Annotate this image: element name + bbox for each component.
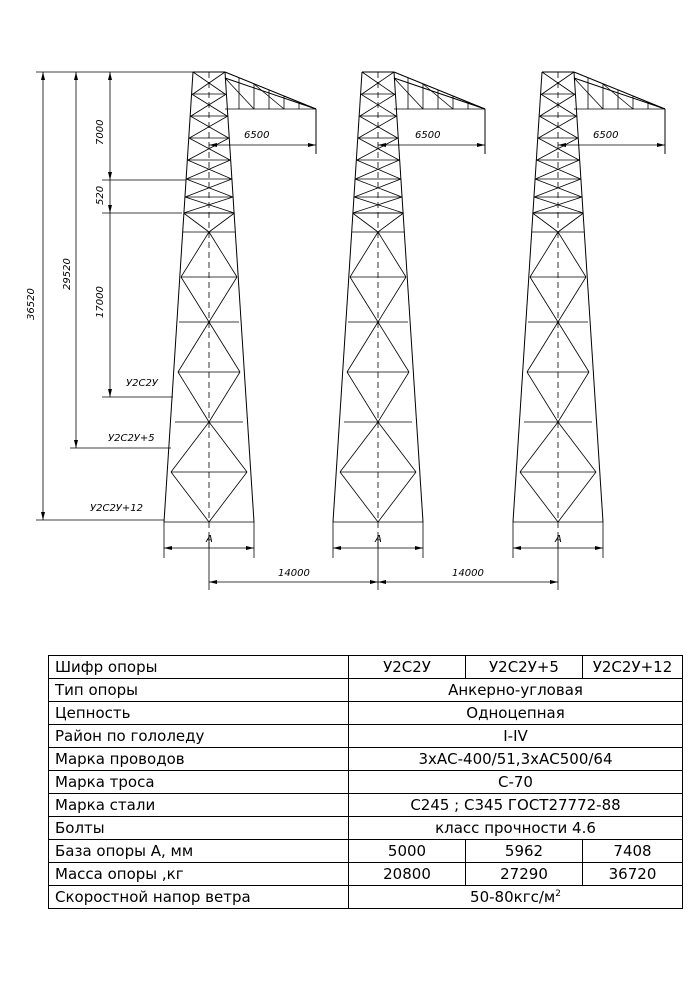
- cell-value: У2С2У: [348, 655, 466, 679]
- cell-value: 20800: [348, 862, 466, 886]
- row-label: Болты: [48, 816, 349, 840]
- table-row: Марка троса С-70: [48, 770, 683, 794]
- tower-2-arm-dim: 6500: [415, 130, 440, 141]
- dim-top-section: 7000: [95, 120, 106, 145]
- tower-1: 6500 A: [163, 71, 317, 559]
- cell-value: У2С2У+12: [582, 655, 683, 679]
- cell-value: 27290: [465, 862, 583, 886]
- cell-value: 36720: [582, 862, 683, 886]
- row-label: База опоры А, мм: [48, 839, 349, 863]
- cell-value: У2С2У+5: [465, 655, 583, 679]
- dim-mid-section: 17000: [95, 286, 106, 318]
- cell-value: 5962: [465, 839, 583, 863]
- dim-gap-section: 520: [95, 186, 106, 205]
- table-row: Район по гололеду I-IV: [48, 724, 683, 748]
- row-label: Цепность: [48, 701, 349, 725]
- cell-value: 5000: [348, 839, 466, 863]
- level-label-y2c2y: У2С2У: [126, 378, 159, 389]
- level-label-y2c2y5: У2С2У+5: [108, 433, 155, 444]
- dim-total-height: 36520: [26, 288, 37, 320]
- cell-value: класс прочности 4.6: [348, 816, 683, 840]
- cell-value: Анкерно-угловая: [348, 678, 683, 702]
- table-row: Марка стали С245 ; С345 ГОСТ27772-88: [48, 793, 683, 817]
- row-label: Скоростной напор ветра: [48, 885, 349, 909]
- table-row: База опоры А, мм 5000 5962 7408: [48, 839, 683, 863]
- row-label: Марка стали: [48, 793, 349, 817]
- tower-2: 6500 A: [332, 71, 486, 559]
- wind-pressure-cell: 50-80кгс/м2: [348, 885, 683, 909]
- specification-table: Шифр опоры У2С2У У2С2У+5 У2С2У+12 Тип оп…: [48, 655, 683, 909]
- tower-3-arm-dim: 6500: [593, 130, 618, 141]
- row-label: Шифр опоры: [48, 655, 349, 679]
- table-row: Тип опоры Анкерно-угловая: [48, 678, 683, 702]
- dim-spacing-2: 14000: [452, 568, 484, 579]
- table-row: Цепность Одноцепная: [48, 701, 683, 725]
- row-label: Район по гололеду: [48, 724, 349, 748]
- level-label-y2c2y12: У2С2У+12: [90, 503, 143, 514]
- row-label: Марка проводов: [48, 747, 349, 771]
- table-row: Скоростной напор ветра 50-80кгс/м2: [48, 885, 683, 909]
- table-row: Марка проводов 3хАС-400/51,3хАС500/64: [48, 747, 683, 771]
- row-label: Тип опоры: [48, 678, 349, 702]
- dim-height-y2c2y5: 29520: [62, 258, 73, 290]
- row-label: Марка троса: [48, 770, 349, 794]
- tower-drawing: 6500 A 6500 A 6500 A 36520 29520 7000 52…: [26, 71, 666, 590]
- cell-value: С-70: [348, 770, 683, 794]
- cell-value: С245 ; С345 ГОСТ27772-88: [348, 793, 683, 817]
- table-row: Шифр опоры У2С2У У2С2У+5 У2С2У+12: [48, 655, 683, 679]
- cell-value: 7408: [582, 839, 683, 863]
- tower-1-arm-dim: 6500: [244, 130, 269, 141]
- row-label: Масса опоры ,кг: [48, 862, 349, 886]
- cell-value: 50-80кгс/м: [470, 888, 556, 906]
- cell-value: 3хАС-400/51,3хАС500/64: [348, 747, 683, 771]
- dim-spacing-1: 14000: [278, 568, 310, 579]
- unit-superscript: 2: [555, 889, 561, 899]
- table-row: Масса опоры ,кг 20800 27290 36720: [48, 862, 683, 886]
- cell-value: Одноцепная: [348, 701, 683, 725]
- tower-3: 6500 A: [512, 71, 666, 559]
- cell-value: I-IV: [348, 724, 683, 748]
- table-row: Болты класс прочности 4.6: [48, 816, 683, 840]
